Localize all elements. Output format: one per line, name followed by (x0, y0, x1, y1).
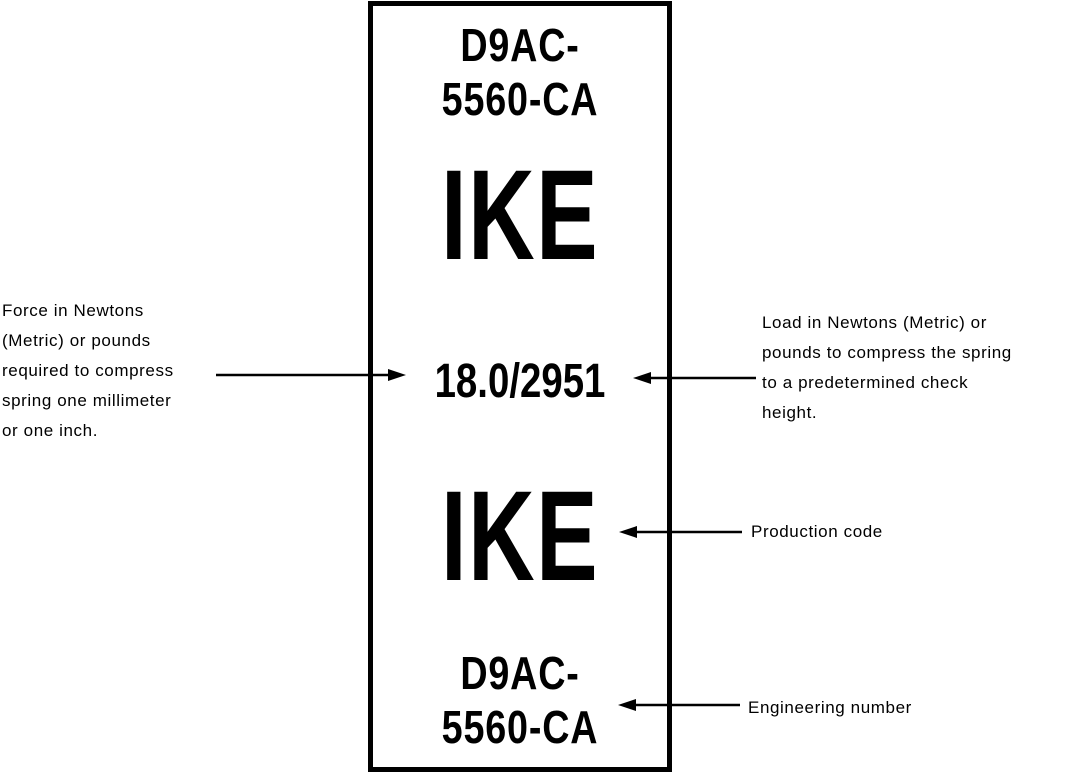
engineering-number-callout: Engineering number (748, 698, 912, 717)
force-callout: Force in Newtons (Metric) or pounds requ… (2, 296, 174, 446)
load-callout-line-2: pounds to compress the spring (762, 343, 1012, 362)
production-code-top: IKE (441, 144, 599, 287)
load-callout-line-1: Load in Newtons (Metric) or (762, 313, 987, 332)
spring-label: D9AC- 5560-CA IKE 18.0/2951 IKE D9AC- 55… (368, 1, 672, 772)
spring-rate-value: 18.0/2951 (434, 355, 606, 408)
engineering-number-bottom-line-2: 5560-CA (441, 701, 599, 753)
production-code-bottom: IKE (441, 465, 599, 608)
engineering-number-top-line-1: D9AC- (460, 19, 580, 71)
force-callout-line-2: (Metric) or pounds (2, 331, 151, 350)
force-callout-line-5: or one inch. (2, 421, 99, 440)
production-code-callout: Production code (751, 522, 883, 541)
engineering-number-top-line-2: 5560-CA (441, 73, 599, 125)
load-callout: Load in Newtons (Metric) or pounds to co… (762, 308, 1012, 428)
engineering-number-bottom-line-1: D9AC- (460, 647, 580, 699)
engineering-number-bottom: D9AC- 5560-CA (399, 646, 640, 754)
force-callout-line-4: spring one millimeter (2, 391, 172, 410)
force-callout-line-3: required to compress (2, 361, 174, 380)
force-callout-line-1: Force in Newtons (2, 301, 144, 320)
load-callout-line-4: height. (762, 403, 818, 422)
load-callout-line-3: to a predetermined check (762, 373, 969, 392)
engineering-number-top: D9AC- 5560-CA (399, 18, 640, 126)
